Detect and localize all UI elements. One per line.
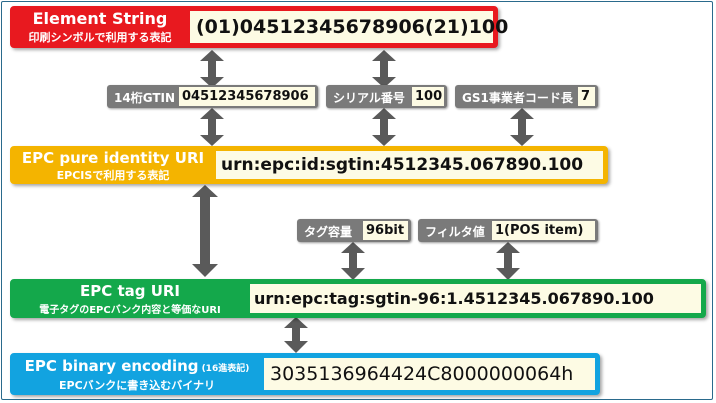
attr-filter-value-value: 1(POS item) (492, 221, 595, 240)
attr-filter-value: フィルタ値 1(POS item) (418, 219, 598, 242)
arrow-gs1-pure (510, 108, 534, 146)
arrow-gtin-pure (200, 108, 224, 146)
attr-serial: シリアル番号 100 (326, 85, 447, 108)
arrow-filter-tag (496, 242, 520, 280)
epc-tag-uri-label: EPC tag URI 電子タグのEPCバンク内容と等価なURI (12, 281, 248, 316)
epc-binary-title: EPC binary encoding (24, 357, 199, 375)
epc-tag-uri-subtitle: 電子タグのEPCバンク内容と等価なURI (39, 305, 221, 316)
epc-binary-subtitle: EPCバンクに書き込むバイナリ (59, 379, 215, 392)
attr-gtin14-label: 14桁GTIN (114, 91, 176, 105)
arrow-capacity-tag (341, 242, 365, 280)
epc-tag-uri-row: EPC tag URI 電子タグのEPCバンク内容と等価なURI urn:epc… (10, 279, 706, 318)
epc-pure-identity-value: urn:epc:id:sgtin:4512345.067890.100 (216, 151, 603, 179)
attr-gs1-length: GS1事業者コード長 7 (455, 85, 598, 108)
arrow-estring-serial (372, 50, 396, 88)
attr-serial-value: 100 (412, 87, 444, 106)
epc-binary-title-line: EPC binary encoding(16進表記) (12, 357, 262, 375)
attr-tag-capacity-value: 96bit (363, 221, 408, 240)
arrow-pure-tag (192, 185, 218, 277)
arrow-estring-gtin (200, 50, 224, 88)
epc-tag-uri-value: urn:epc:tag:sgtin-96:1.4512345.067890.10… (250, 284, 701, 313)
attr-gtin14: 14桁GTIN 04512345678906 (107, 85, 318, 108)
element-string-row: Element String 印刷シンボルで利用する表記 (01)0451234… (10, 6, 508, 48)
epc-binary-row: EPC binary encoding(16進表記) EPCバンクに書き込むバイ… (10, 353, 600, 395)
element-string-value: (01)04512345678906(21)100 (190, 11, 508, 43)
epc-pure-identity-subtitle: EPCISで利用する表記 (56, 169, 170, 182)
epc-pure-identity-row: EPC pure identity URI EPCISで利用する表記 urn:e… (10, 146, 608, 184)
attr-filter-value-label: フィルタ値 (425, 225, 485, 239)
arrow-tag-binary (284, 317, 308, 353)
attr-gtin14-value: 04512345678906 (179, 87, 315, 106)
attr-gs1-length-value: 7 (578, 87, 595, 106)
epc-tag-uri-title: EPC tag URI (79, 282, 181, 300)
element-string-label: Element String 印刷シンボルで利用する表記 (12, 8, 188, 46)
epc-binary-label: EPC binary encoding(16進表記) EPCバンクに書き込むバイ… (12, 355, 262, 393)
epc-binary-title-note: (16進表記) (201, 364, 250, 374)
element-string-subtitle: 印刷シンボルで利用する表記 (28, 31, 172, 44)
epc-binary-value: 3035136964424C8000000064h (264, 358, 595, 390)
epc-pure-identity-label: EPC pure identity URI EPCISで利用する表記 (12, 148, 214, 182)
attr-tag-capacity: タグ容量 96bit (297, 219, 411, 242)
epc-pure-identity-title: EPC pure identity URI (21, 149, 205, 167)
arrow-serial-pure (372, 108, 396, 146)
attr-gs1-length-label: GS1事業者コード長 (462, 91, 573, 105)
element-string-title: Element String (32, 9, 168, 28)
attr-serial-label: シリアル番号 (333, 91, 405, 105)
attr-tag-capacity-label: タグ容量 (304, 225, 353, 239)
